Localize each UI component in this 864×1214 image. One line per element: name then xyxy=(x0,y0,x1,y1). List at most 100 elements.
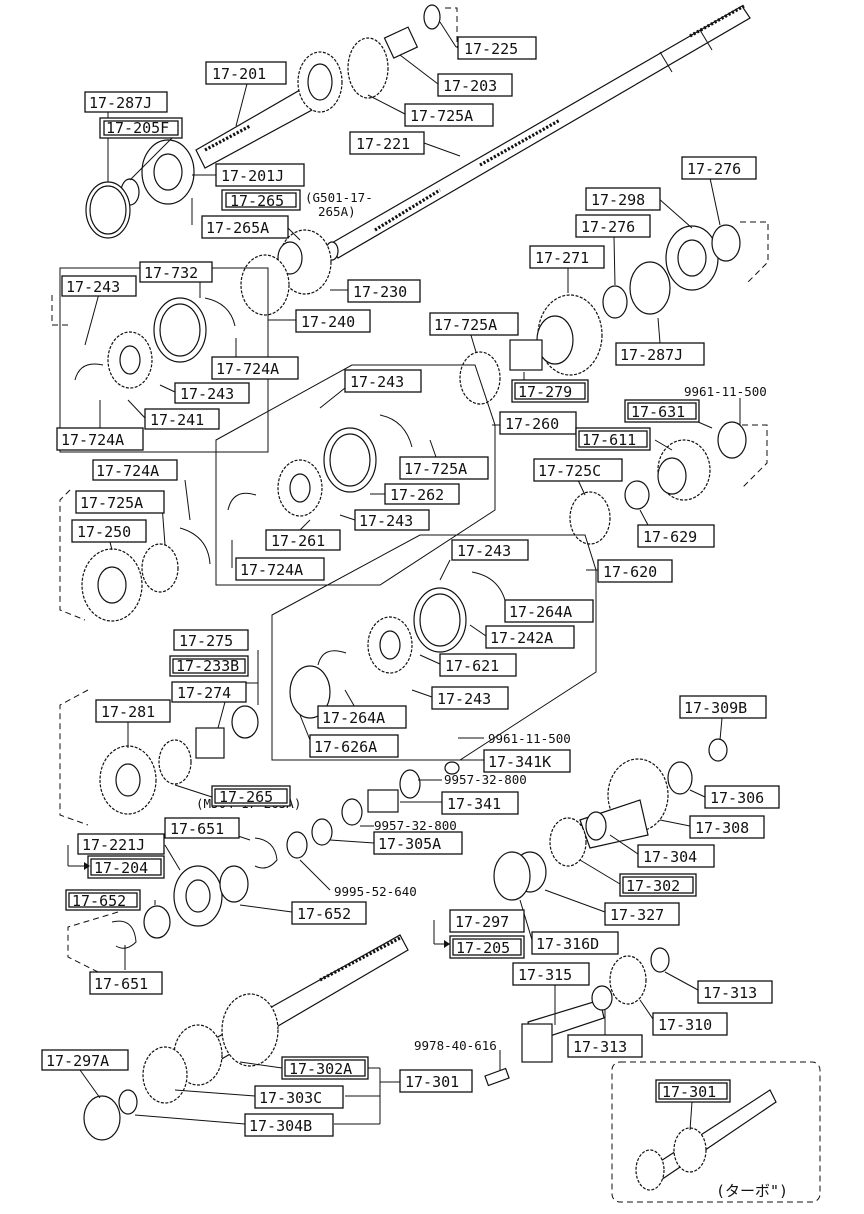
label-17-316D: 17-316D xyxy=(531,931,619,955)
label-17-724A-b: 17-724A xyxy=(56,427,144,451)
label-17-732: 17-732 xyxy=(139,261,213,283)
label-17-315: 17-315 xyxy=(512,962,590,986)
input-shaft-part xyxy=(195,51,343,169)
label-17-724A-c: 17-724A xyxy=(92,459,178,481)
label-17-243-a: 17-243 xyxy=(61,275,137,297)
svg-text:17-341: 17-341 xyxy=(447,795,501,813)
label-17-262: 17-262 xyxy=(384,483,460,505)
svg-text:17-297A: 17-297A xyxy=(46,1052,109,1070)
needle-bearing-top-part xyxy=(383,26,419,59)
spacer-652-left-part xyxy=(143,905,171,939)
snap-ring-b-part xyxy=(341,798,363,826)
note-9995-52-640: 9995-52-640 xyxy=(334,884,417,899)
washer-9995-part xyxy=(286,831,308,859)
label-17-301-inset: 17-301 xyxy=(655,1079,731,1103)
needle-bearing-279-part xyxy=(509,339,543,371)
label-17-651-a: 17-651 xyxy=(164,817,240,839)
turbo-caption: (ターボ") xyxy=(716,1182,788,1200)
label-17-302A: 17-302A xyxy=(281,1056,369,1080)
label-17-203: 17-203 xyxy=(437,73,513,97)
arrowhead-17-204 xyxy=(84,862,90,870)
nut-309b-part xyxy=(708,738,728,762)
svg-text:17-233B: 17-233B xyxy=(176,657,239,675)
label-17-341K: 17-341K xyxy=(483,749,571,773)
label-17-725A-d: 17-725A xyxy=(75,490,165,514)
svg-text:17-221: 17-221 xyxy=(356,135,410,153)
svg-text:17-316D: 17-316D xyxy=(536,935,599,953)
label-17-304B: 17-304B xyxy=(244,1113,334,1137)
svg-text:17-279: 17-279 xyxy=(518,383,572,401)
svg-text:17-725A: 17-725A xyxy=(80,494,143,512)
svg-text:17-732: 17-732 xyxy=(144,264,198,282)
label-17-233B: 17-233B xyxy=(169,655,249,677)
washer-313a-part xyxy=(591,985,613,1011)
label-17-724A-d: 17-724A xyxy=(235,557,325,581)
svg-text:17-621: 17-621 xyxy=(445,657,499,675)
svg-text:17-201J: 17-201J xyxy=(221,167,284,185)
label-17-205: 17-205 xyxy=(449,935,525,959)
bearing-297-part xyxy=(493,851,531,901)
synchro-725c-part xyxy=(569,491,611,545)
svg-text:17-265A: 17-265A xyxy=(206,219,269,237)
label-17-250: 17-250 xyxy=(71,519,147,543)
label-17-308: 17-308 xyxy=(689,815,765,839)
spacer-276-part xyxy=(711,224,741,262)
svg-text:17-725A: 17-725A xyxy=(410,107,473,125)
label-17-631: 17-631 xyxy=(624,399,700,423)
svg-text:17-309B: 17-309B xyxy=(684,699,747,717)
label-17-221J: 17-221J xyxy=(77,833,165,855)
label-17-243-c: 17-243 xyxy=(344,369,422,393)
bearing-306-part xyxy=(667,761,693,795)
svg-text:17-651: 17-651 xyxy=(94,975,148,993)
svg-text:17-250: 17-250 xyxy=(77,523,131,541)
svg-text:17-313: 17-313 xyxy=(703,984,757,1002)
svg-text:17-281: 17-281 xyxy=(101,703,155,721)
label-17-243-d: 17-243 xyxy=(354,509,430,531)
svg-text:17-724A: 17-724A xyxy=(96,462,159,480)
svg-text:17-306: 17-306 xyxy=(710,789,764,807)
label-17-303C: 17-303C xyxy=(254,1085,344,1109)
label-17-306: 17-306 xyxy=(704,785,780,809)
svg-text:17-626A: 17-626A xyxy=(314,738,377,756)
gear-304-part xyxy=(549,817,587,867)
label-17-243-f: 17-243 xyxy=(431,686,509,710)
label-17-287J-top: 17-287J xyxy=(84,91,168,113)
svg-text:17-327: 17-327 xyxy=(610,906,664,924)
label-17-725A-c: 17-725A xyxy=(399,456,489,480)
svg-text:17-315: 17-315 xyxy=(518,966,572,984)
synchro-620-assembly-part xyxy=(289,571,507,719)
svg-text:17-243: 17-243 xyxy=(180,385,234,403)
label-17-304: 17-304 xyxy=(637,844,715,868)
label-17-297A: 17-297A xyxy=(41,1049,129,1071)
dashed-outlines xyxy=(51,7,821,1203)
arrowhead-17-205 xyxy=(444,940,450,948)
label-17-271: 17-271 xyxy=(529,245,605,269)
svg-text:17-724A: 17-724A xyxy=(61,431,124,449)
label-17-240: 17-240 xyxy=(295,309,371,333)
part-labels: 17-225 17-203 17-201 17-725A 17-287J 17-… xyxy=(41,36,788,1200)
synchro-725a-part xyxy=(459,351,501,405)
svg-text:17-724A: 17-724A xyxy=(216,360,279,378)
svg-text:17-341K: 17-341K xyxy=(488,753,551,771)
svg-text:17-302: 17-302 xyxy=(626,877,680,895)
label-17-725C: 17-725C xyxy=(533,458,623,482)
label-17-265A: 17-265A xyxy=(201,215,289,239)
label-17-724A-a: 17-724A xyxy=(211,356,299,380)
label-17-620: 17-620 xyxy=(597,559,673,583)
label-17-313-b: 17-313 xyxy=(567,1034,643,1058)
label-17-242A: 17-242A xyxy=(485,625,575,649)
svg-text:17-243: 17-243 xyxy=(350,373,404,391)
synchro-260-assembly-part xyxy=(227,414,413,517)
svg-text:17-276: 17-276 xyxy=(581,218,635,236)
synchro-240-assembly-part xyxy=(74,297,236,389)
synchro-725a-left-part xyxy=(141,543,179,593)
svg-text:17-297: 17-297 xyxy=(455,913,509,931)
label-17-243-e: 17-243 xyxy=(451,539,529,561)
label-17-313-a: 17-313 xyxy=(697,980,773,1004)
label-17-341: 17-341 xyxy=(441,791,519,815)
note-9978-40-616: 9978-40-616 xyxy=(414,1038,497,1053)
gear-310-part xyxy=(609,955,647,1005)
svg-text:17-275: 17-275 xyxy=(179,632,233,650)
label-17-629: 17-629 xyxy=(637,524,715,548)
svg-text:17-205F: 17-205F xyxy=(106,119,169,137)
